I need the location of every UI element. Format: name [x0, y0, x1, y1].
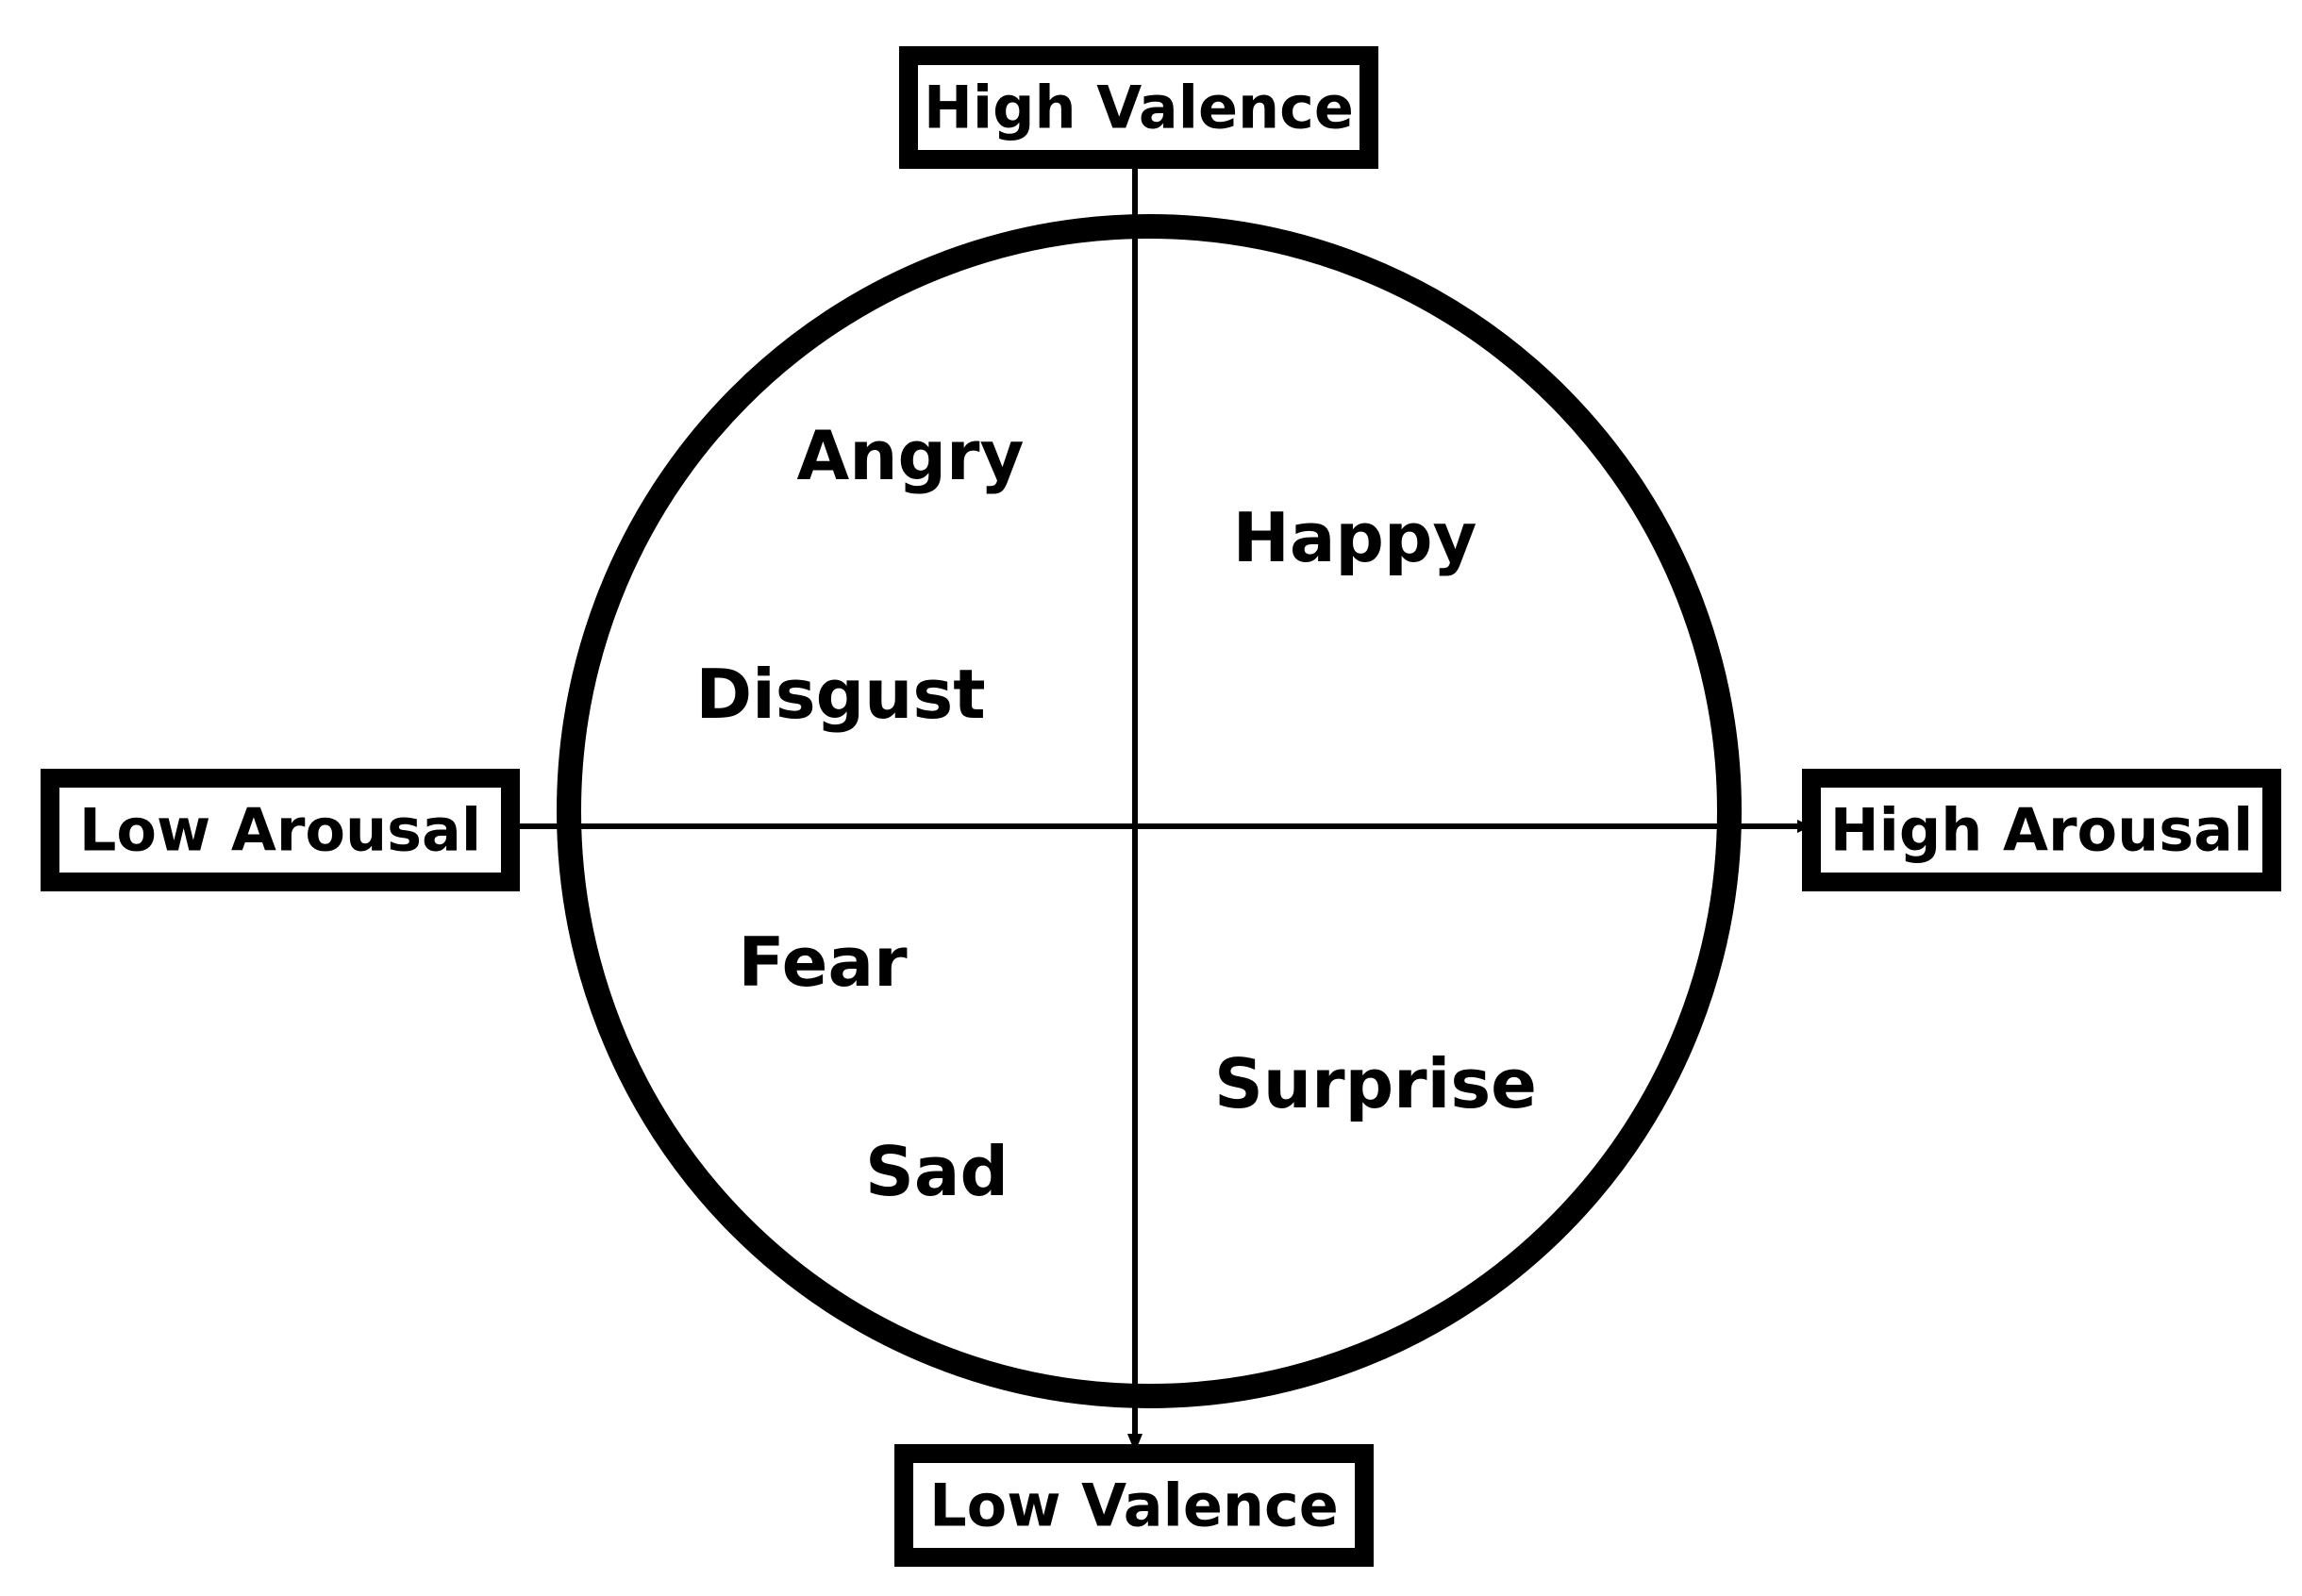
emotion-surprise-label: Surprise	[1214, 1044, 1537, 1123]
high-arousal-box: High Arousal	[1802, 769, 2281, 891]
high-valence-label: High Valence	[924, 74, 1354, 142]
low-arousal-box: Low Arousal	[41, 769, 520, 891]
high-valence-box: High Valence	[899, 46, 1378, 169]
emotion-fear-label: Fear	[738, 923, 908, 1002]
emotion-happy-label: Happy	[1233, 498, 1477, 577]
emotion-sad-label: Sad	[865, 1132, 1009, 1211]
emotion-circle	[557, 214, 1742, 1408]
low-valence-label: Low Valence	[929, 1471, 1339, 1540]
emotion-disgust-label: Disgust	[695, 655, 985, 734]
high-arousal-label: High Arousal	[1830, 796, 2254, 865]
low-valence-box: Low Valence	[894, 1444, 1374, 1567]
low-valence-arrowhead	[1127, 1434, 1143, 1453]
emotion-angry-label: Angry	[797, 416, 1025, 495]
low-arousal-label: Low Arousal	[79, 796, 481, 865]
